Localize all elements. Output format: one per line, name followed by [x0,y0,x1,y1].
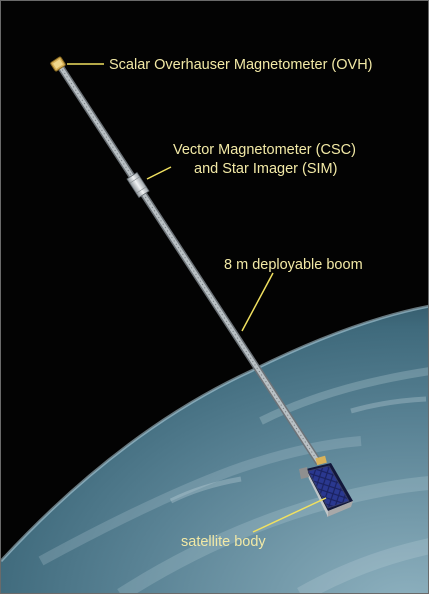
leader-lines [67,63,327,533]
label-ovh: Scalar Overhauser Magnetometer (OVH) [109,57,373,73]
csc-sim-sensor [126,171,150,199]
deployable-boom [55,61,322,465]
leader-line-boom [241,272,274,332]
satellite-body [299,455,353,517]
label-sim: and Star Imager (SIM) [194,161,338,177]
label-csc: Vector Magnetometer (CSC) [173,142,356,158]
label-satellite-body: satellite body [181,534,266,550]
ovh-sensor [50,56,66,72]
leader-line-csc [146,166,172,180]
leader-line-body [252,497,327,533]
earth [1,304,428,593]
label-boom: 8 m deployable boom [224,257,363,273]
